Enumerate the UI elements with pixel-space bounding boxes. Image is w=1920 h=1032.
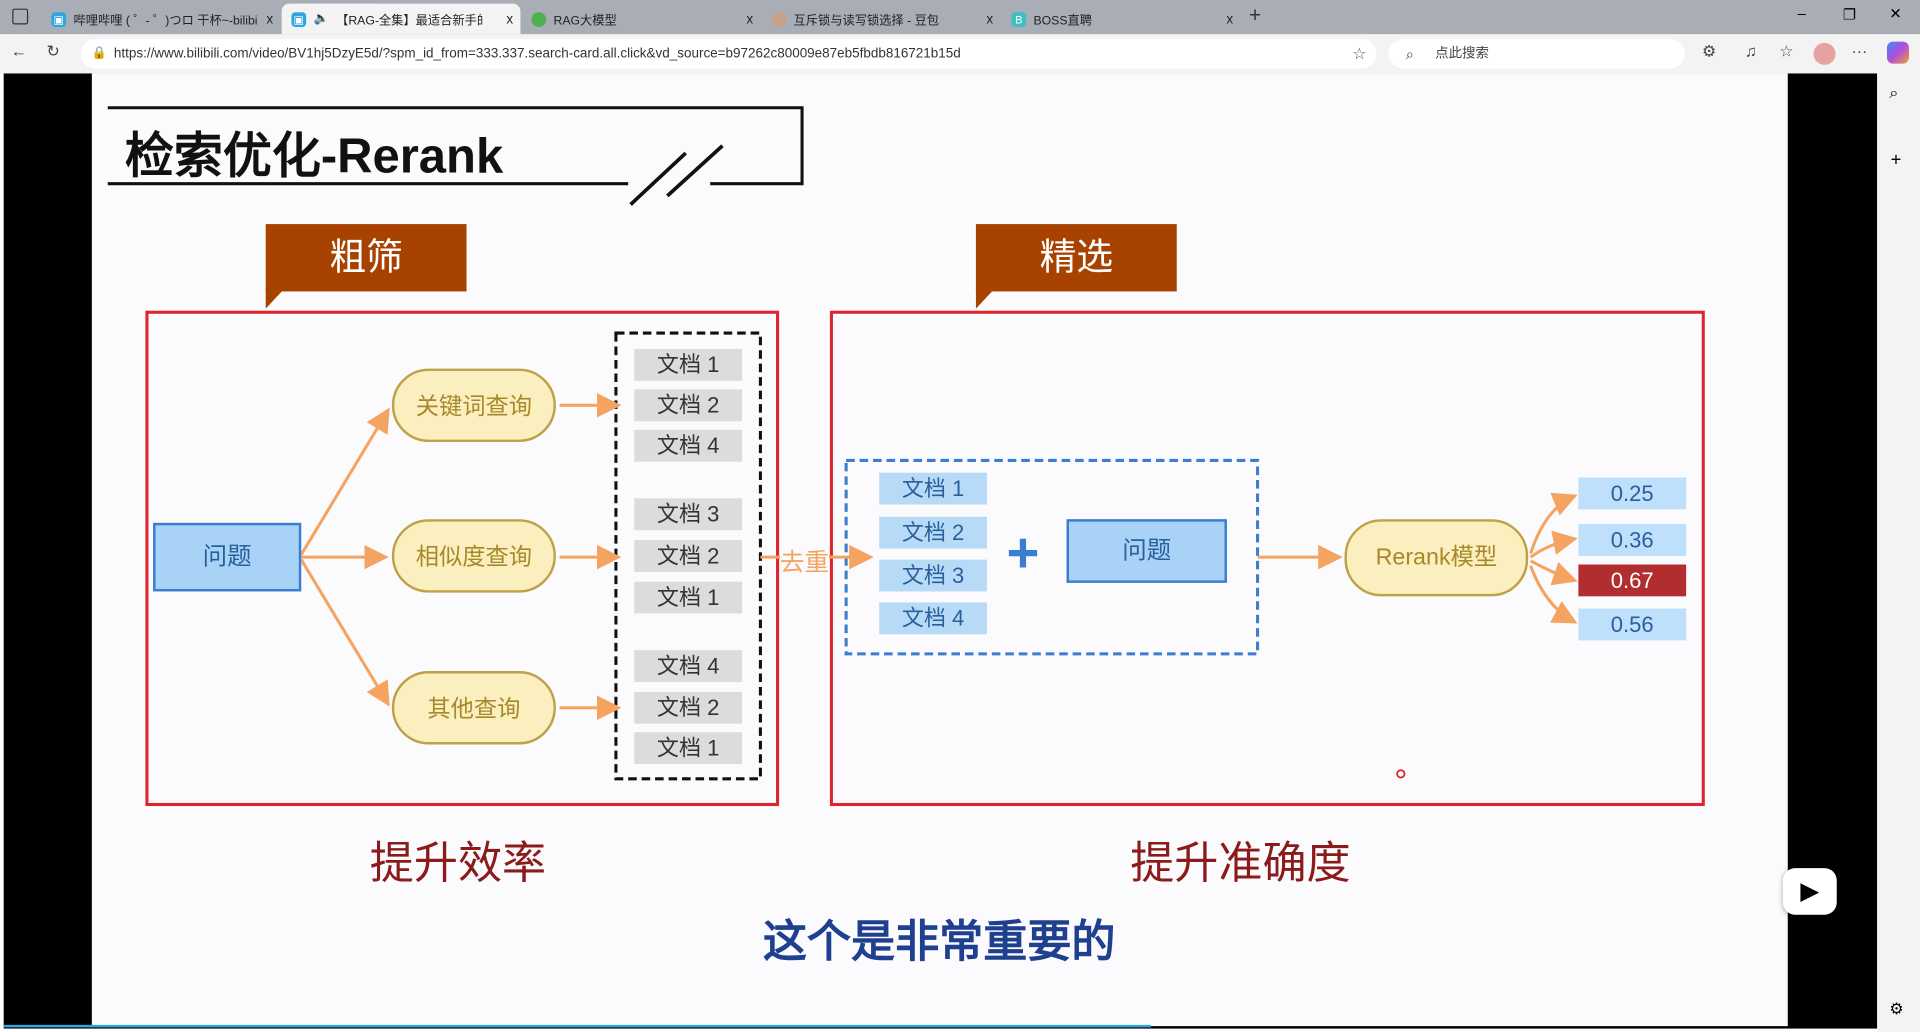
- query-other: 其他查询: [391, 671, 556, 745]
- more-icon[interactable]: ···: [1851, 41, 1868, 61]
- doc-item: 文档 4: [634, 650, 743, 683]
- media-icon[interactable]: ♫: [1744, 41, 1757, 61]
- doubao-icon: [771, 11, 787, 27]
- score-item-highlight: 0.67: [1578, 564, 1687, 597]
- speaker-icon[interactable]: 🔈: [313, 12, 329, 26]
- plus-sign: +: [1006, 520, 1040, 585]
- score-item: 0.25: [1578, 477, 1687, 510]
- leaf-icon: [531, 11, 547, 27]
- search-input[interactable]: ⌕点此搜索: [1388, 39, 1685, 69]
- question-box: 问题: [153, 522, 302, 592]
- right-caption: 提升准确度: [1130, 837, 1351, 888]
- search-icon[interactable]: ⌕: [1889, 83, 1899, 102]
- doc-item: 文档 1: [634, 348, 743, 381]
- minimize-button[interactable]: –: [1797, 4, 1806, 23]
- bilibili-icon: ▣: [51, 11, 67, 27]
- rerank-model: Rerank模型: [1344, 519, 1529, 597]
- video-subtitle: 这个是非常重要的: [762, 915, 1116, 967]
- settings-icon[interactable]: ⚙: [1889, 999, 1904, 1018]
- score-item: 0.36: [1578, 524, 1687, 556]
- doc-item: 文档 2: [634, 389, 743, 422]
- dedup-doc: 文档 3: [879, 559, 987, 592]
- url-input[interactable]: 🔒https://www.bilibili.com/video/BV1hj5Dz…: [80, 39, 1377, 69]
- doc-item: 文档 2: [634, 540, 743, 572]
- slide-title: 检索优化-Rerank: [124, 129, 504, 184]
- doc-item: 文档 2: [634, 691, 743, 724]
- question-box-right: 问题: [1066, 519, 1227, 583]
- close-tab-icon[interactable]: x: [1226, 11, 1234, 27]
- query-similarity: 相似度查询: [391, 519, 556, 593]
- search-icon: ⌕: [1405, 45, 1414, 63]
- favorite-star-icon[interactable]: ☆: [1352, 44, 1367, 63]
- close-tab-icon[interactable]: x: [746, 11, 754, 27]
- bilibili-icon: ▣: [291, 11, 307, 27]
- boss-icon: B: [1011, 11, 1027, 27]
- add-icon[interactable]: +: [1890, 149, 1902, 171]
- close-window-button[interactable]: ✕: [1889, 4, 1902, 23]
- extensions-icon[interactable]: ⚙: [1702, 41, 1717, 61]
- dedup-doc: 文档 4: [879, 602, 987, 635]
- query-keyword: 关键词查询: [391, 368, 556, 443]
- dedup-label: 去重: [780, 542, 829, 578]
- avatar[interactable]: [1813, 42, 1836, 65]
- doc-item: 文档 4: [634, 429, 743, 462]
- doc-item: 文档 1: [634, 732, 743, 765]
- dedup-doc: 文档 2: [879, 516, 987, 549]
- address-bar-row: ← ↻ 🔒https://www.bilibili.com/video/BV1h…: [0, 34, 1920, 74]
- play-icon[interactable]: ▶: [1782, 868, 1837, 915]
- tab-actions-icon[interactable]: [12, 8, 29, 25]
- coarse-filter-banner: 粗筛: [265, 224, 467, 292]
- refresh-icon[interactable]: ↻: [46, 41, 60, 61]
- doc-item: 文档 3: [634, 498, 743, 531]
- new-tab-button[interactable]: +: [1248, 3, 1262, 27]
- close-tab-icon[interactable]: x: [986, 11, 994, 27]
- restore-button[interactable]: ❐: [1842, 6, 1857, 24]
- close-tab-icon[interactable]: x: [506, 11, 514, 27]
- close-tab-icon[interactable]: x: [266, 11, 274, 27]
- left-caption: 提升效率: [369, 837, 547, 888]
- lock-icon: 🔒: [91, 46, 108, 61]
- edge-sidebar: ⌕ + ⚙: [1877, 73, 1920, 1032]
- back-icon[interactable]: ←: [11, 41, 27, 61]
- dedup-doc: 文档 1: [879, 472, 987, 505]
- score-item: 0.56: [1578, 608, 1687, 641]
- doc-item: 文档 1: [634, 581, 743, 614]
- favorites-icon[interactable]: ☆: [1779, 41, 1794, 61]
- copilot-icon[interactable]: [1886, 41, 1909, 64]
- fine-select-banner: 精选: [975, 224, 1177, 292]
